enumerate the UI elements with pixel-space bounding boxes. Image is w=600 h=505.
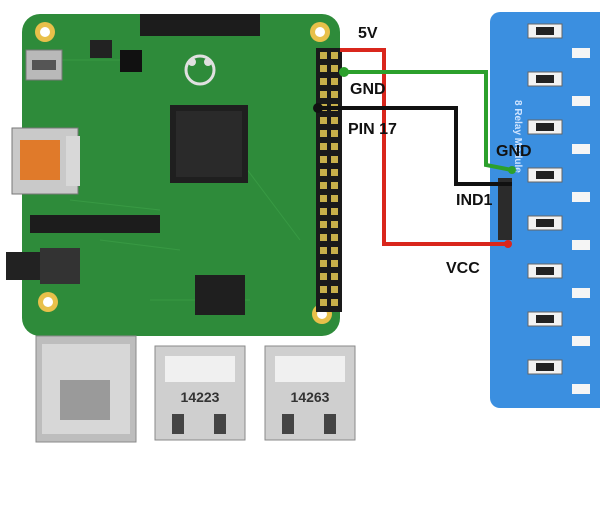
gpio-pin xyxy=(320,260,327,267)
relay-input-header xyxy=(498,178,512,240)
gpio-pin xyxy=(320,221,327,228)
gpio-pin xyxy=(320,143,327,150)
optocoupler-body xyxy=(536,171,554,179)
gpio-pin xyxy=(320,234,327,241)
gpio-pin xyxy=(331,260,338,267)
gpio-pin xyxy=(331,91,338,98)
gpio-pin xyxy=(331,156,338,163)
relay-module: 8 Relay Module xyxy=(490,12,600,408)
gpio-pin xyxy=(320,156,327,163)
smd-component xyxy=(572,48,590,58)
optocoupler-body xyxy=(536,315,554,323)
usb-left-code: 14223 xyxy=(181,389,220,405)
wire-pin17-in1 xyxy=(318,106,512,186)
gpio-pin xyxy=(320,247,327,254)
vcc-dot xyxy=(504,240,512,248)
gpio-pin xyxy=(320,65,327,72)
label-gnd-relay: GND xyxy=(496,143,532,160)
smd-component xyxy=(572,336,590,346)
audio-jack xyxy=(6,252,46,280)
label-5v: 5V xyxy=(358,25,378,42)
raspberry-pi-board: 14223 14263 xyxy=(6,14,356,443)
label-in1: IND1 xyxy=(456,192,493,209)
gpio-pin xyxy=(320,273,327,280)
relay-gnd-dot xyxy=(508,166,516,174)
smd-component xyxy=(572,288,590,298)
label-pin17: PIN 17 xyxy=(348,121,397,138)
display-connector xyxy=(140,14,260,36)
raspberry-logo xyxy=(184,54,216,86)
gpio-pin xyxy=(331,130,338,137)
gpio-pin xyxy=(320,130,327,137)
gpio-pin xyxy=(320,299,327,306)
pin17-dot xyxy=(313,103,323,113)
gpio-pin xyxy=(331,273,338,280)
optocoupler-body xyxy=(536,219,554,227)
gpio-pin xyxy=(320,117,327,124)
usb-right-code: 14263 xyxy=(291,389,330,405)
smd-component xyxy=(572,144,590,154)
gpio-pin xyxy=(331,52,338,59)
gpio-header xyxy=(316,48,342,312)
gpio-pin xyxy=(320,286,327,293)
optocoupler-body xyxy=(536,267,554,275)
label-gnd-pi: GND xyxy=(350,81,386,98)
gnd-pin-dot xyxy=(339,67,349,77)
gpio-pin xyxy=(320,78,327,85)
camera-connector xyxy=(30,215,160,233)
smd-component xyxy=(572,192,590,202)
gpio-pin xyxy=(331,247,338,254)
ethernet-port xyxy=(35,335,137,443)
gpio-pin xyxy=(331,299,338,306)
relay-pcb xyxy=(490,12,600,408)
gpio-pin xyxy=(320,91,327,98)
mounting-hole xyxy=(310,22,330,42)
gpio-pin xyxy=(331,65,338,72)
gpio-pin xyxy=(320,52,327,59)
gpio-pin xyxy=(331,195,338,202)
usb-port-right: 14263 xyxy=(264,345,356,441)
hdmi-connector xyxy=(20,140,60,180)
relay-module-title: 8 Relay Module xyxy=(512,100,523,173)
gpio-pin xyxy=(331,143,338,150)
gpio-pin xyxy=(320,182,327,189)
wire-gnd xyxy=(344,70,513,172)
smd-component xyxy=(572,96,590,106)
optocoupler-body xyxy=(536,75,554,83)
mounting-hole xyxy=(35,22,55,42)
gpio-pin xyxy=(320,208,327,215)
optocoupler-body xyxy=(536,123,554,131)
usb-port-left: 14223 xyxy=(154,345,246,441)
smd-component xyxy=(572,384,590,394)
optocoupler-body xyxy=(536,27,554,35)
gpio-pin xyxy=(320,195,327,202)
gpio-pin xyxy=(331,182,338,189)
gpio-pin xyxy=(331,286,338,293)
smd-component xyxy=(572,240,590,250)
label-vcc: VCC xyxy=(446,260,480,277)
lan-chip xyxy=(195,275,245,315)
gpio-pin xyxy=(331,78,338,85)
wire-5v-vcc xyxy=(340,48,508,246)
gpio-pin xyxy=(320,169,327,176)
gpio-pin xyxy=(331,169,338,176)
mounting-hole xyxy=(38,292,58,312)
gpio-pin xyxy=(331,117,338,124)
optocoupler-body xyxy=(536,363,554,371)
gpio-pin xyxy=(331,234,338,241)
gpio-pin xyxy=(331,221,338,228)
gpio-pin xyxy=(331,208,338,215)
